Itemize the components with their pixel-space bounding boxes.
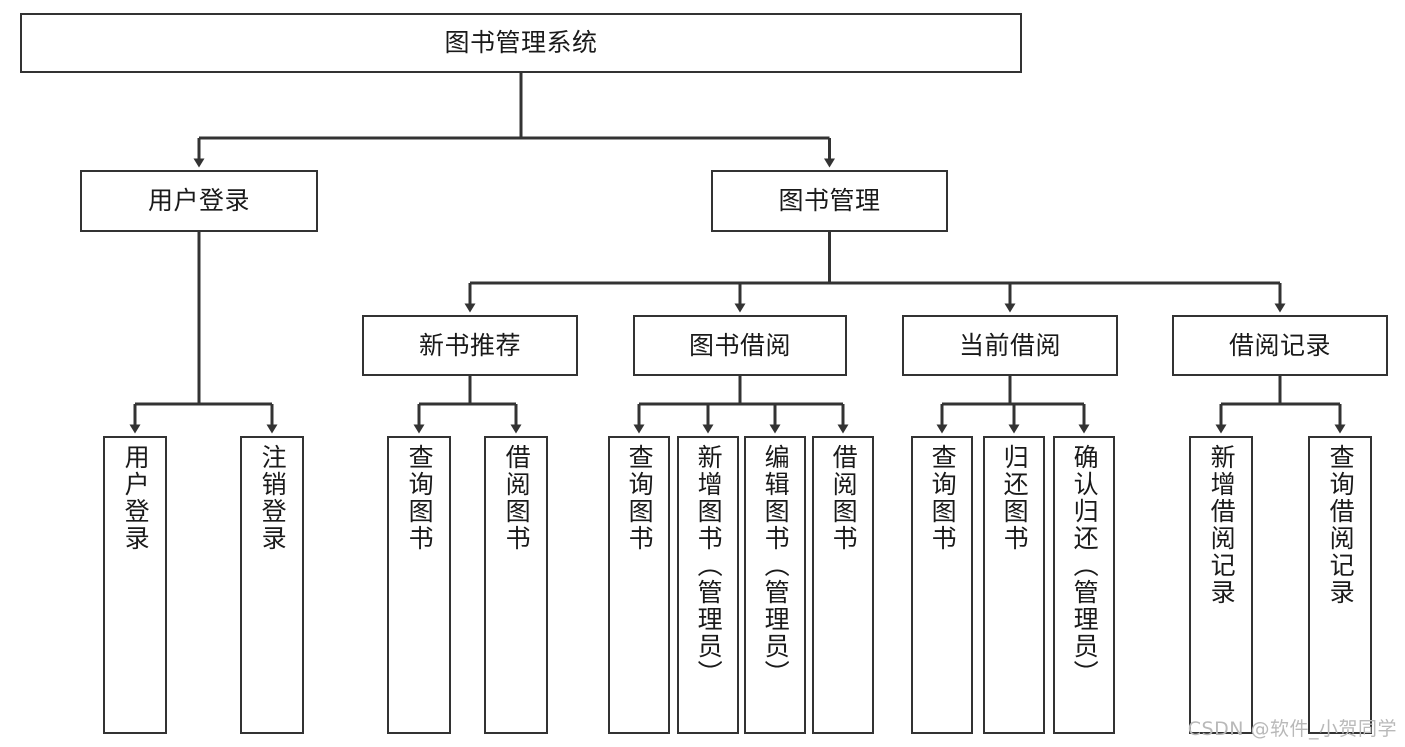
node-leaf-query-book-1[interactable]: 查询图书 xyxy=(387,436,451,734)
node-user-login[interactable]: 用户登录 xyxy=(80,170,318,232)
node-label: 新书推荐 xyxy=(418,330,521,360)
node-leaf-return-book[interactable]: 归还图书 xyxy=(983,436,1045,734)
node-label: 归还图书 xyxy=(1000,444,1030,552)
node-label: 查询图书 xyxy=(625,444,655,552)
node-leaf-query-book-3[interactable]: 查询图书 xyxy=(911,436,973,734)
node-label: 借阅图书 xyxy=(502,444,532,552)
node-leaf-add-record[interactable]: 新增借阅记录 xyxy=(1189,436,1253,734)
node-leaf-confirm-return[interactable]: 确认归还（管理员） xyxy=(1053,436,1115,734)
node-label: 图书借阅 xyxy=(688,330,791,360)
node-label: 新增借阅记录 xyxy=(1207,444,1237,606)
node-label: 注销登录 xyxy=(258,444,288,552)
node-label: 查询图书 xyxy=(405,444,435,552)
node-label: 用户登录 xyxy=(121,444,151,552)
node-label: 新增图书（管理员） xyxy=(694,444,724,687)
node-borrow-record[interactable]: 借阅记录 xyxy=(1172,315,1388,376)
node-leaf-borrow-book-1[interactable]: 借阅图书 xyxy=(484,436,548,734)
node-label: 借阅图书 xyxy=(829,444,859,552)
node-label: 确认归还（管理员） xyxy=(1070,444,1100,687)
node-label: 编辑图书（管理员） xyxy=(761,444,791,687)
node-label: 查询图书 xyxy=(928,444,958,552)
node-leaf-logout[interactable]: 注销登录 xyxy=(240,436,304,734)
node-new-book-rec[interactable]: 新书推荐 xyxy=(362,315,578,376)
node-label: 当前借阅 xyxy=(958,330,1061,360)
node-leaf-add-book[interactable]: 新增图书（管理员） xyxy=(677,436,739,734)
node-book-borrow[interactable]: 图书借阅 xyxy=(633,315,847,376)
node-current-borrow[interactable]: 当前借阅 xyxy=(902,315,1118,376)
node-leaf-query-record[interactable]: 查询借阅记录 xyxy=(1308,436,1372,734)
node-leaf-borrow-book-2[interactable]: 借阅图书 xyxy=(812,436,874,734)
node-label: 图书管理系统 xyxy=(444,28,598,58)
node-label: 用户登录 xyxy=(147,186,250,216)
node-leaf-edit-book[interactable]: 编辑图书（管理员） xyxy=(744,436,806,734)
node-label: 借阅记录 xyxy=(1228,330,1331,360)
node-label: 查询借阅记录 xyxy=(1326,444,1356,606)
node-leaf-query-book-2[interactable]: 查询图书 xyxy=(608,436,670,734)
node-book-manage[interactable]: 图书管理 xyxy=(711,170,948,232)
node-label: 图书管理 xyxy=(778,186,881,216)
node-leaf-user-login[interactable]: 用户登录 xyxy=(103,436,167,734)
node-root[interactable]: 图书管理系统 xyxy=(20,13,1022,73)
